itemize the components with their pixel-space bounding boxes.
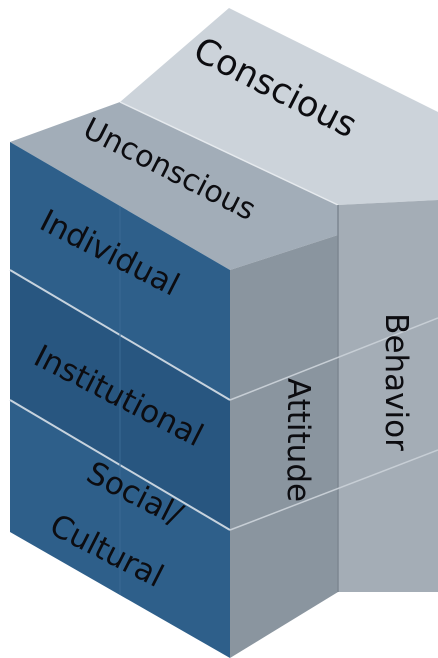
side-seam-lower — [229, 449, 438, 531]
behavior-label: Behavior — [378, 313, 414, 451]
top-face-conscious-back — [120, 8, 438, 205]
side-face-behavior-back — [338, 200, 438, 592]
attitude-label: Attitude — [280, 378, 316, 502]
side-face-attitude-front — [230, 235, 338, 658]
side-seam-upper — [229, 317, 438, 401]
top-face-unconscious-front — [10, 102, 338, 270]
top-face-divider — [119, 101, 339, 206]
